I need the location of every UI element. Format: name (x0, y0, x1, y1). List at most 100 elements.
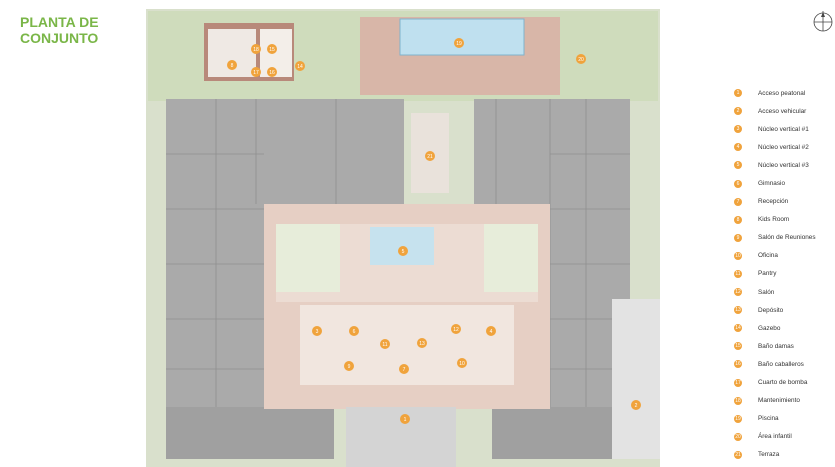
legend-label: Núcleo vertical #1 (758, 125, 809, 133)
legend-item: 18 Mantenimiento (734, 392, 835, 410)
left-planter (276, 224, 340, 292)
legend-label: Salón de Reuniones (758, 234, 816, 242)
legend-number: 1 (734, 89, 742, 98)
marker-label: 20 (578, 57, 584, 63)
legend-number: 2 (734, 107, 742, 116)
driveway (612, 299, 660, 459)
legend-label: Núcleo vertical #2 (758, 143, 809, 151)
marker-label: 9 (348, 364, 351, 370)
marker-19 (454, 38, 464, 48)
fountain (370, 227, 434, 265)
marker-label: 3 (316, 329, 319, 335)
marker-label: 19 (456, 41, 462, 47)
marker-17 (251, 67, 261, 77)
legend-item: 1 Acceso peatonal (734, 84, 835, 102)
legend-number: 18 (734, 396, 742, 405)
legend-number: 13 (734, 306, 742, 315)
marker-label: 8 (231, 63, 234, 69)
title-line-2: CONJUNTO (20, 30, 99, 46)
marker-15 (267, 44, 277, 54)
legend-item: 3 Núcleo vertical #1 (734, 120, 835, 138)
marker-1 (400, 414, 410, 424)
marker-label: 2 (635, 403, 638, 409)
building-bottom-left (166, 407, 334, 459)
legend-label: Terraza (758, 451, 780, 459)
legend-item: 9 Salón de Reuniones (734, 229, 835, 247)
marker-10 (457, 358, 467, 368)
playground (564, 23, 624, 83)
page-title: PLANTA DE CONJUNTO (20, 14, 140, 46)
marker-label: 18 (253, 47, 259, 53)
apartment-partitions (166, 99, 630, 407)
marker-9 (344, 361, 354, 371)
marker-label: 15 (269, 47, 275, 53)
right-planter (484, 224, 538, 292)
legend-label: Mantenimiento (758, 397, 800, 405)
legend-number: 5 (734, 161, 742, 170)
legend-item: 10 Oficina (734, 247, 835, 265)
legend-number: 19 (734, 414, 742, 423)
legend-item: 5 Núcleo vertical #3 (734, 156, 835, 174)
marker-label: 14 (297, 64, 303, 70)
marker-21 (425, 151, 435, 161)
marker-label: 4 (490, 329, 493, 335)
legend-label: Oficina (758, 252, 778, 260)
legend-number: 15 (734, 342, 742, 351)
title-line-1: PLANTA DE (20, 14, 99, 30)
legend-label: Gazebo (758, 324, 781, 332)
legend-label: Piscina (758, 415, 779, 423)
site-plan: 1 2 3 4 5 6 7 8 9 10 11 12 13 14 15 16 1… (146, 9, 660, 467)
legend-item: 20 Área infantil (734, 428, 835, 446)
marker-label: 12 (453, 327, 459, 333)
legend-label: Acceso vehicular (758, 107, 807, 115)
legend-number: 20 (734, 432, 742, 441)
pool (399, 18, 525, 56)
marker-label: 21 (427, 154, 433, 160)
marker-2 (631, 400, 641, 410)
legend-number: 7 (734, 197, 742, 206)
marker-13 (417, 338, 427, 348)
legend-number: 11 (734, 269, 742, 278)
marker-label: 5 (402, 249, 405, 255)
legend-label: Núcleo vertical #3 (758, 161, 809, 169)
legend-number: 6 (734, 179, 742, 188)
marker-16 (267, 67, 277, 77)
legend-label: Recepción (758, 198, 789, 206)
legend-number: 9 (734, 233, 742, 242)
legend-label: Baño caballeros (758, 360, 804, 368)
marker-11 (380, 339, 390, 349)
marker-label: 11 (382, 342, 387, 348)
marker-label: 16 (269, 70, 275, 76)
marker-4 (486, 326, 496, 336)
legend-label: Cuarto de bomba (758, 379, 808, 387)
building-bottom-right (492, 407, 612, 459)
legend-number: 3 (734, 125, 742, 134)
marker-label: 10 (459, 361, 465, 367)
plan-markers: 1 2 3 4 5 6 7 8 9 10 11 12 13 14 15 16 1… (227, 38, 641, 424)
legend-label: Acceso peatonal (758, 89, 806, 97)
marker-label: 6 (353, 329, 356, 335)
marker-7 (399, 364, 409, 374)
legend-item: 4 Núcleo vertical #2 (734, 138, 835, 156)
marker-label: 1 (404, 417, 407, 423)
legend-label: Baño damas (758, 342, 794, 350)
legend-number: 4 (734, 143, 742, 152)
marker-14 (295, 61, 305, 71)
legend-number: 12 (734, 288, 742, 297)
marker-label: 7 (403, 367, 406, 373)
legend-item: 2 Acceso vehicular (734, 102, 835, 120)
north-arrow-icon (813, 11, 833, 32)
marker-12 (451, 324, 461, 334)
legend-number: 10 (734, 251, 742, 260)
marker-5 (398, 246, 408, 256)
marker-label: 13 (419, 341, 425, 347)
legend-label: Área infantil (758, 433, 792, 441)
